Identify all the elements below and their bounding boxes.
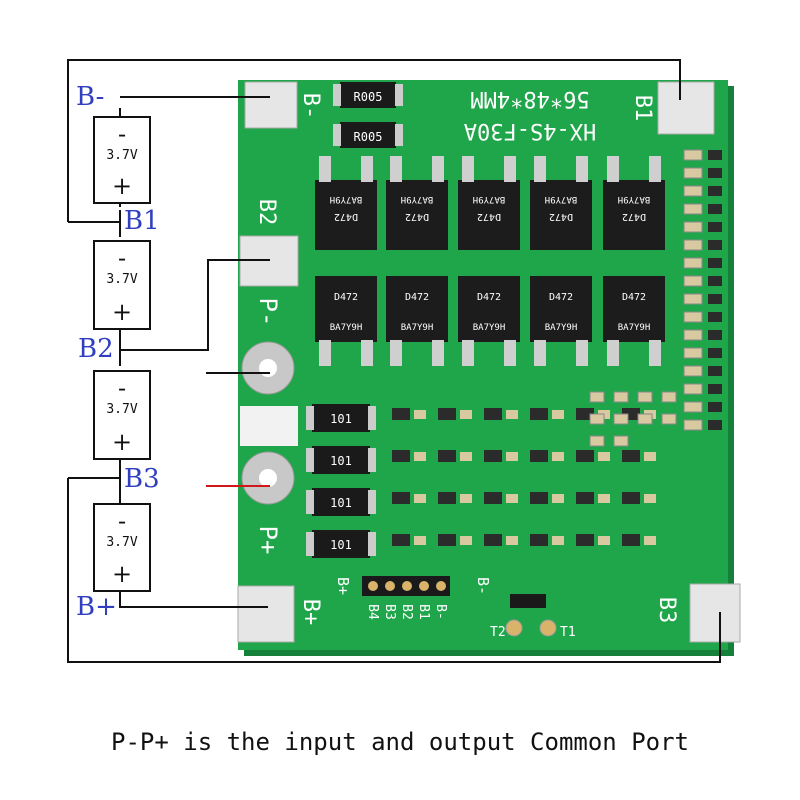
battery-cell-3: - 3.7V + <box>93 370 151 460</box>
resistor-label: 101 <box>330 496 352 510</box>
label-b-minus: B- <box>76 82 105 112</box>
resistor-label: 101 <box>330 538 352 552</box>
cell-plus: + <box>111 172 133 200</box>
resistor-101: 101 <box>306 488 656 516</box>
cell-plus: + <box>111 428 133 456</box>
resistor-label: 101 <box>330 412 352 426</box>
battery-cell-1: - 3.7V + <box>93 116 151 204</box>
mosfet-code: D472 <box>549 211 573 222</box>
pin-label-b-minus: B- <box>474 577 492 595</box>
balance-header <box>362 576 450 596</box>
small-components <box>589 149 722 447</box>
mosfet-mark: BA7Y9H <box>330 323 363 333</box>
t1-label: T1 <box>560 625 576 640</box>
pin-label: B4 <box>365 604 380 620</box>
mosfet-mark: BA7Y9H <box>401 323 434 333</box>
shunt-label: R005 <box>354 130 383 144</box>
cell-voltage: 3.7V <box>106 272 138 287</box>
cell-minus: - <box>117 120 127 148</box>
pad-label-b-minus: B- <box>298 93 323 120</box>
mosfet-code: D472 <box>477 292 501 303</box>
pad-b1 <box>657 81 715 135</box>
shunt-resistor: R005 <box>333 122 403 148</box>
label-b1: B1 <box>124 206 160 236</box>
cell-plus: + <box>111 298 133 326</box>
board-size-text: 56*48*4MM <box>470 86 589 111</box>
cell-plus: + <box>111 560 133 588</box>
mosfet-code: D472 <box>405 292 429 303</box>
mosfet-mark: BA7Y9H <box>473 323 506 333</box>
mosfet-code: D472 <box>477 211 501 222</box>
t1-pin <box>539 619 557 637</box>
shunt-resistor: R005 <box>333 82 403 108</box>
mosfet-mark: BA7Y9H <box>473 194 506 204</box>
mosfet-mark: BA7Y9H <box>545 194 578 204</box>
small-chip <box>510 594 546 608</box>
mosfet-code: D472 <box>549 292 573 303</box>
resistor-101: 101 <box>306 404 656 432</box>
resistor-group: 101 101 101 101 <box>306 404 656 558</box>
pad-label-b2: B2 <box>254 199 279 226</box>
cell-minus: - <box>117 374 127 402</box>
board-model-text: HX-4S-F30A <box>464 118 596 143</box>
label-b2: B2 <box>78 334 114 364</box>
mosfet-mark: BA7Y9H <box>618 323 651 333</box>
battery-cell-2: - 3.7V + <box>93 240 151 330</box>
cell-voltage: 3.7V <box>106 148 138 163</box>
mosfet-code: D472 <box>334 211 358 222</box>
cell-voltage: 3.7V <box>106 535 138 550</box>
label-b-plus: B+ <box>76 592 117 622</box>
wiring <box>67 59 721 663</box>
pad-label-b1: B1 <box>630 95 655 122</box>
pad-label-b-plus: B+ <box>298 599 323 626</box>
pad-label-p-minus: P- <box>254 298 282 327</box>
mosfet-code: D472 <box>622 292 646 303</box>
pin-label: B1 <box>416 604 431 620</box>
label-b3: B3 <box>124 464 160 494</box>
pad-b-minus <box>244 81 298 129</box>
pad-b-plus <box>237 585 295 643</box>
pin-label: B2 <box>399 604 414 620</box>
resistor-label: 101 <box>330 454 352 468</box>
mosfet-code: D472 <box>405 211 429 222</box>
cell-minus: - <box>117 244 127 272</box>
cell-minus: - <box>117 507 127 535</box>
pad-label-b3: B3 <box>654 597 679 624</box>
caption-text: P-P+ is the input and output Common Port <box>111 728 689 756</box>
resistor-101: 101 <box>306 530 656 558</box>
mosfet-mark: BA7Y9H <box>401 194 434 204</box>
pin-label-b-plus: B+ <box>334 577 352 595</box>
pad-b3 <box>689 583 741 643</box>
t2-pin <box>505 619 523 637</box>
mosfet-mark: BA7Y9H <box>330 194 363 204</box>
cell-voltage: 3.7V <box>106 402 138 417</box>
battery-cell-4: - 3.7V + <box>93 503 151 592</box>
pin-label: B3 <box>382 604 397 620</box>
mosfet-code: D472 <box>622 211 646 222</box>
shunt-label: R005 <box>354 90 383 104</box>
pin-label: B- <box>433 604 448 620</box>
resistor-101: 101 <box>306 446 656 474</box>
t2-label: T2 <box>490 625 506 640</box>
mosfet-mark: BA7Y9H <box>618 194 651 204</box>
mosfet-code: D472 <box>334 292 358 303</box>
pad-label-p-plus: P+ <box>254 526 282 555</box>
mosfet-row-top: D472BA7Y9HD472BA7Y9HD472BA7Y9HD472BA7Y9H… <box>315 156 665 366</box>
pad-p-strip <box>240 406 298 446</box>
mosfet-mark: BA7Y9H <box>545 323 578 333</box>
